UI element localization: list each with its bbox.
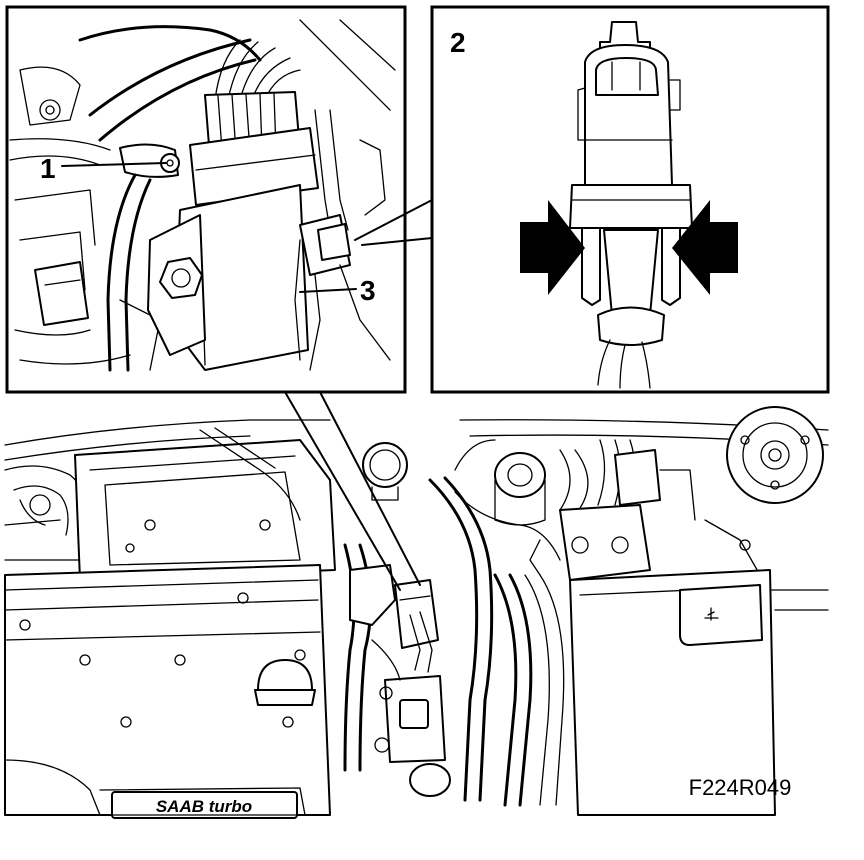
airflow-sensor-small [349, 564, 439, 673]
right-strut-tower [704, 406, 824, 576]
callout-2: 2 [450, 27, 466, 58]
arrow-left [520, 200, 585, 295]
figure-code: F224R049 [689, 775, 792, 800]
coolant-cap [362, 442, 408, 501]
brake-reservoir [494, 452, 546, 526]
engine-bay-view: SAAB turbo [4, 406, 829, 819]
air-intake-cover [74, 427, 336, 581]
battery-box [569, 569, 829, 816]
connector-plug [569, 21, 693, 389]
inset1-pointer [284, 391, 401, 591]
saab-turbo-badge: SAAB turbo [111, 791, 298, 819]
callout-3: 3 [360, 275, 376, 306]
badge-text: SAAB turbo [156, 797, 252, 816]
throttle-body [371, 639, 451, 797]
inset2-pointer [354, 199, 433, 241]
abs-unit [529, 439, 696, 581]
inset-connector-release: 2 [430, 5, 830, 394]
engine-valve-cover [4, 564, 331, 816]
arrow-right [672, 200, 738, 295]
inset-sensor-closeup: 1 3 [5, 5, 407, 394]
callout-1: 1 [40, 153, 56, 184]
